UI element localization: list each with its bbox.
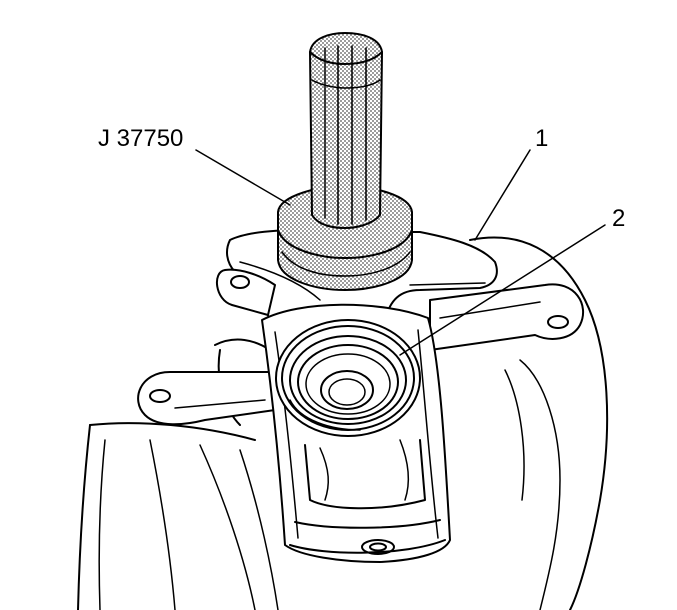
callout-1-label: 1 bbox=[535, 125, 548, 152]
callout-2-label: 2 bbox=[612, 205, 625, 232]
tool-callout-label: J 37750 bbox=[98, 125, 183, 152]
leader-1 bbox=[474, 149, 531, 241]
leader-lines bbox=[195, 149, 606, 356]
hub-housing bbox=[77, 236, 609, 610]
leader-tool bbox=[195, 149, 291, 206]
wheel-bearing-seal bbox=[275, 319, 421, 437]
seal-installer-tool bbox=[277, 32, 413, 291]
leader-2 bbox=[399, 224, 606, 356]
